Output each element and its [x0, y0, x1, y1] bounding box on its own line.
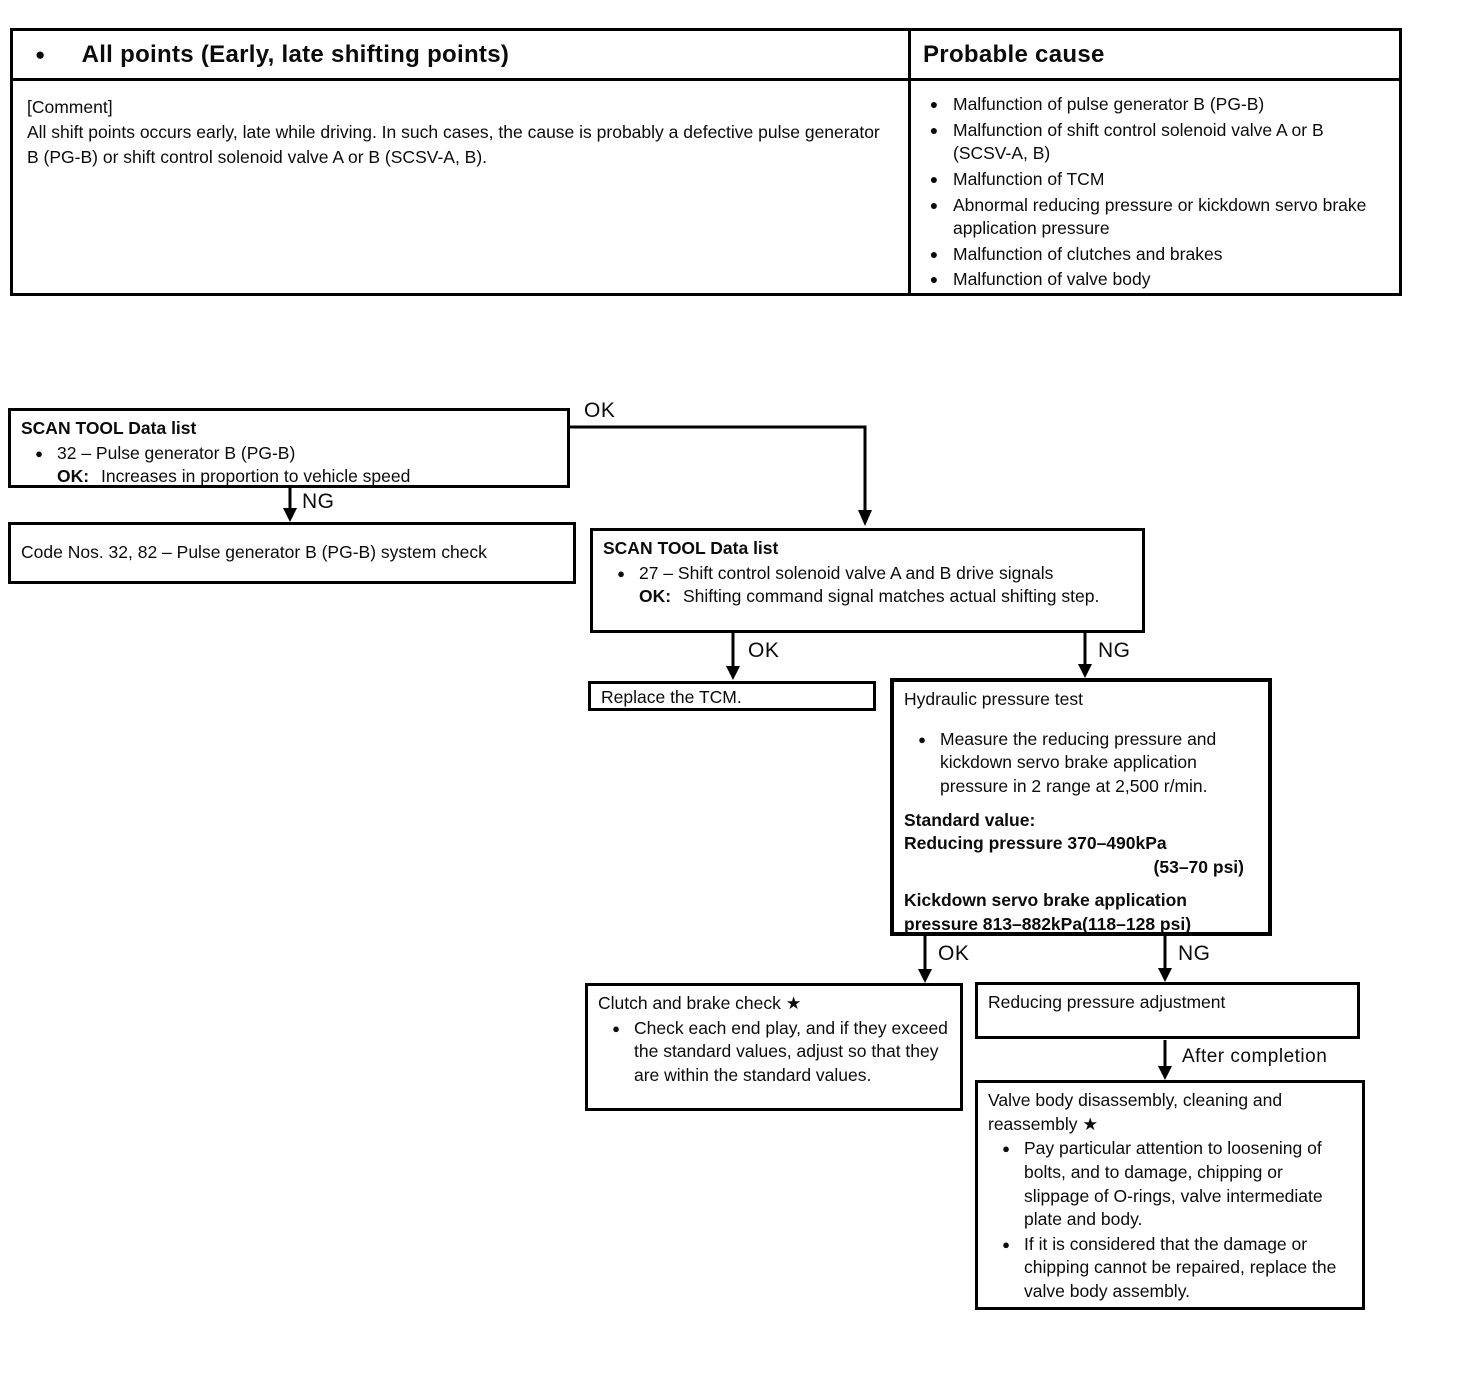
arrowhead [858, 510, 872, 526]
box-item: ● 32 – Pulse generator B (PG-B) [21, 442, 557, 466]
bullet-icon: ● [929, 196, 939, 213]
ok-label: OK: [57, 466, 90, 487]
cause-item: ● Malfunction of shift control solenoid … [915, 119, 1389, 166]
bullet-icon: ● [617, 565, 625, 581]
bullet-icon: ● [1002, 1141, 1010, 1157]
arrowhead [1078, 664, 1092, 678]
item-text: 32 – Pulse generator B (PG-B) [57, 442, 296, 463]
symptom-cause-table: ● All points (Early, late shifting point… [10, 28, 1402, 296]
bullet-icon: ● [929, 271, 939, 288]
reducing-pressure-value: Reducing pressure 370–490kPa [904, 833, 1167, 854]
flow-box-clutch-brake-check: Clutch and brake check ★ ● Check each en… [585, 983, 963, 1111]
item-text: Pay particular attention to loosening of… [1024, 1138, 1323, 1230]
cause-text: Malfunction of TCM [953, 168, 1105, 189]
arrowhead [918, 969, 932, 983]
bullet-icon: ● [918, 731, 926, 747]
cause-header-text: Probable cause [923, 40, 1105, 68]
cause-text: Malfunction of clutches and brakes [953, 243, 1223, 264]
comment-tag: [Comment] [27, 97, 113, 117]
cause-item: ● Malfunction of clutches and brakes [915, 243, 1389, 267]
bullet-icon: ● [929, 170, 939, 187]
bullet-icon: ● [35, 445, 43, 461]
kickdown-pressure-value: Kickdown servo brake application pressur… [904, 890, 1192, 934]
box-item: ● If it is considered that the damage or… [988, 1233, 1352, 1304]
ok-text: Shifting command signal matches actual s… [683, 586, 1100, 607]
ok-criteria: OK: Shifting command signal matches actu… [603, 585, 1132, 609]
box-title: Clutch and brake check ★ [598, 993, 802, 1013]
box-title: SCAN TOOL Data list [603, 538, 779, 558]
ok-criteria: OK: Increases in proportion to vehicle s… [21, 465, 557, 489]
cause-item: ● Malfunction of valve body [915, 268, 1389, 292]
cause-text: Abnormal reducing pressure or kickdown s… [953, 194, 1367, 239]
cause-item: ● Malfunction of TCM [915, 168, 1389, 192]
item-text: If it is considered that the damage or c… [1024, 1233, 1337, 1301]
box-text: Code Nos. 32, 82 – Pulse generator B (PG… [21, 542, 487, 563]
box-title: SCAN TOOL Data list [21, 418, 197, 438]
flow-box-valve-body: Valve body disassembly, cleaning and rea… [975, 1080, 1365, 1310]
item-text: 27 – Shift control solenoid valve A and … [639, 562, 1054, 583]
box-title: Valve body disassembly, cleaning and rea… [988, 1090, 1283, 1134]
item-text: Measure the reducing pressure and kickdo… [940, 728, 1217, 796]
arrowhead [283, 508, 297, 522]
cause-text: Malfunction of shift control solenoid va… [953, 119, 1324, 164]
cause-header-cell: Probable cause [908, 31, 1399, 81]
box-text: Reducing pressure adjustment [988, 992, 1226, 1012]
item-text: Check each end play, and if they exceed … [634, 1017, 948, 1085]
symptom-header-text: All points (Early, late shifting points) [81, 40, 510, 68]
edge-label-after-completion: After completion [1182, 1046, 1328, 1067]
cause-text: Malfunction of valve body [953, 269, 1151, 290]
comment-body: All shift points occurs early, late whil… [27, 121, 880, 167]
edge-label-ok: OK [748, 639, 780, 662]
symptom-header-cell: ● All points (Early, late shifting point… [13, 31, 908, 81]
edge-label-ok: OK [938, 942, 970, 965]
box-title: Hydraulic pressure test [904, 689, 1083, 709]
box-text: Replace the TCM. [601, 687, 742, 707]
edge-label-ng: NG [1178, 942, 1211, 965]
cause-text: Malfunction of pulse generator B (PG-B) [953, 94, 1265, 114]
box-item: ● Pay particular attention to loosening … [988, 1137, 1352, 1232]
cause-list: ● Malfunction of pulse generator B (PG-B… [908, 81, 1399, 294]
flow-box-reducing-pressure-adjustment: Reducing pressure adjustment [975, 982, 1360, 1039]
bullet-icon: ● [929, 96, 939, 112]
connector-ok-scan32-to-scan27 [570, 425, 867, 512]
box-item: ● 27 – Shift control solenoid valve A an… [603, 562, 1132, 586]
edge-label-ng: NG [1098, 639, 1131, 662]
reducing-pressure-psi: (53–70 psi) [1153, 856, 1244, 877]
arrowhead [1158, 1066, 1172, 1080]
arrowhead [726, 666, 740, 680]
bullet-icon: ● [612, 1020, 620, 1036]
flow-box-scan-tool-27: SCAN TOOL Data list ● 27 – Shift control… [590, 528, 1145, 633]
bullet-icon: ● [929, 245, 939, 262]
ok-text: Increases in proportion to vehicle speed [101, 466, 411, 487]
ok-label: OK: [639, 586, 672, 607]
edge-label-ok: OK [584, 399, 616, 422]
comment-cell: [Comment] All shift points occurs early,… [13, 81, 908, 294]
flow-box-scan-tool-32: SCAN TOOL Data list ● 32 – Pulse generat… [8, 408, 570, 488]
flow-box-replace-tcm: Replace the TCM. [588, 681, 876, 711]
flow-box-hydraulic-pressure-test: Hydraulic pressure test ● Measure the re… [890, 678, 1272, 936]
bullet-icon: ● [1002, 1236, 1010, 1252]
edge-label-ng: NG [302, 490, 335, 513]
box-item: ● Check each end play, and if they excee… [598, 1017, 950, 1088]
bullet-icon: ● [929, 121, 939, 138]
box-item: ● Measure the reducing pressure and kick… [904, 728, 1258, 799]
arrowhead [1158, 968, 1172, 982]
flow-box-code-check: Code Nos. 32, 82 – Pulse generator B (PG… [8, 522, 576, 584]
cause-item: ● Malfunction of pulse generator B (PG-B… [915, 93, 1389, 117]
standard-value-label: Standard value: [904, 809, 1036, 830]
bullet-icon: ● [35, 44, 46, 64]
cause-item: ● Abnormal reducing pressure or kickdown… [915, 194, 1389, 241]
